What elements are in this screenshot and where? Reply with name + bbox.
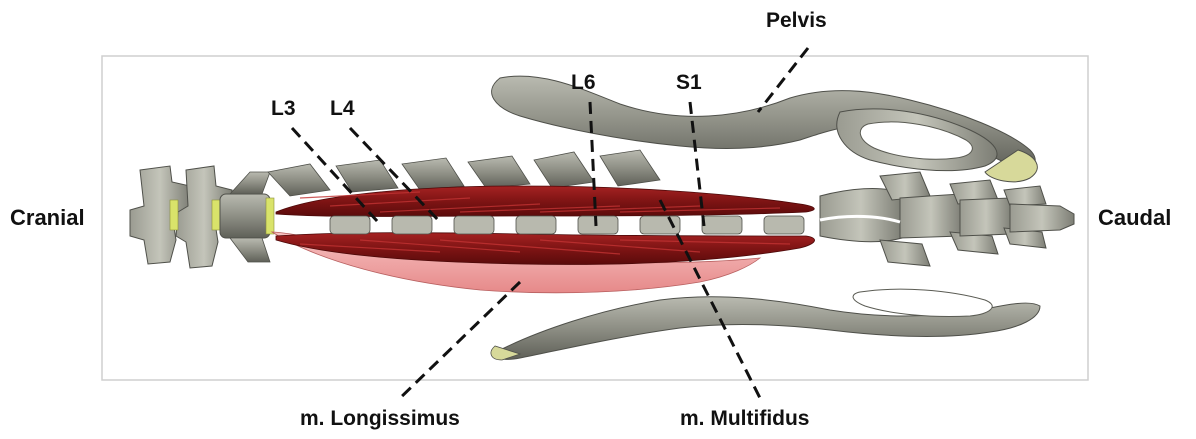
label-caudal: Caudal <box>1098 207 1171 229</box>
label-multifidus: m. Multifidus <box>680 408 810 429</box>
label-s1: S1 <box>676 72 702 93</box>
label-longissimus: m. Longissimus <box>300 408 460 429</box>
label-l4: L4 <box>330 98 355 119</box>
label-l6: L6 <box>571 72 596 93</box>
label-pelvis: Pelvis <box>766 10 827 31</box>
cranial-vertebrae <box>130 166 274 268</box>
label-cranial: Cranial <box>10 207 85 229</box>
label-l3: L3 <box>271 98 296 119</box>
